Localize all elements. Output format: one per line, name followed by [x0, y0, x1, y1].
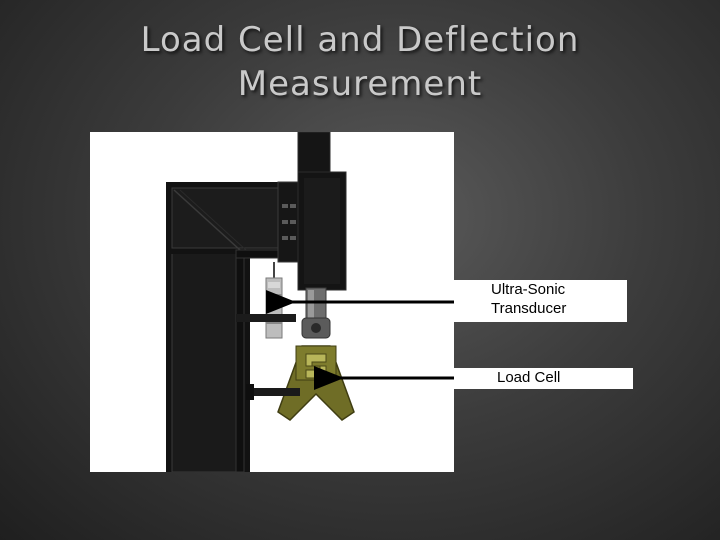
- load-cell-label-text: Load Cell: [497, 369, 561, 386]
- title-line-2: Measurement: [237, 64, 483, 104]
- ultrasonic-label-line-1: Ultra-Sonic: [491, 281, 566, 298]
- actuator: [277, 132, 347, 339]
- cad-drawing: [166, 132, 355, 472]
- cad-figure: [90, 132, 454, 472]
- slide-title: Load Cell and Deflection Measurement: [0, 18, 720, 106]
- ultrasonic-label: Ultra-Sonic Transducer: [454, 280, 627, 322]
- load-cell: [246, 345, 355, 421]
- ultrasonic-label-line-2: Transducer: [491, 300, 567, 317]
- load-cell-label: Load Cell: [454, 368, 633, 389]
- title-line-1: Load Cell and Deflection: [140, 20, 580, 60]
